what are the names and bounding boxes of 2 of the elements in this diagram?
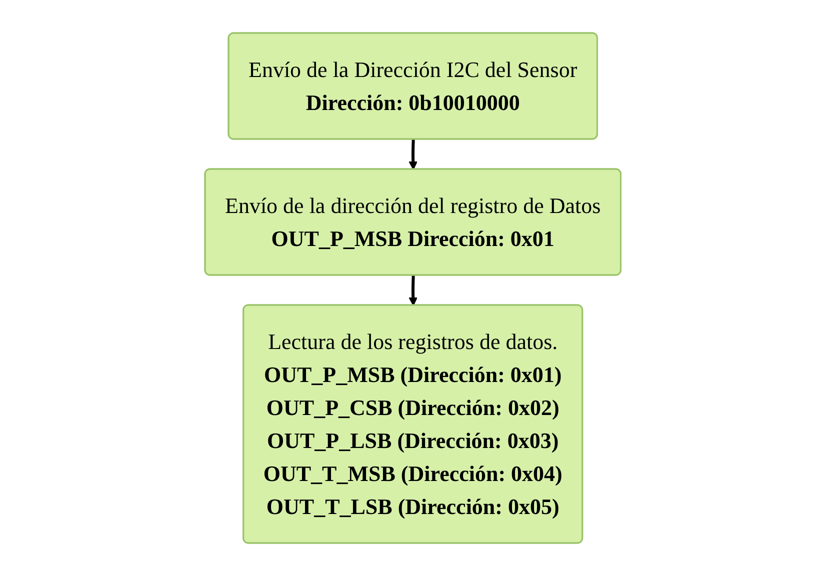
arrow <box>408 275 418 306</box>
arrow <box>408 139 418 170</box>
